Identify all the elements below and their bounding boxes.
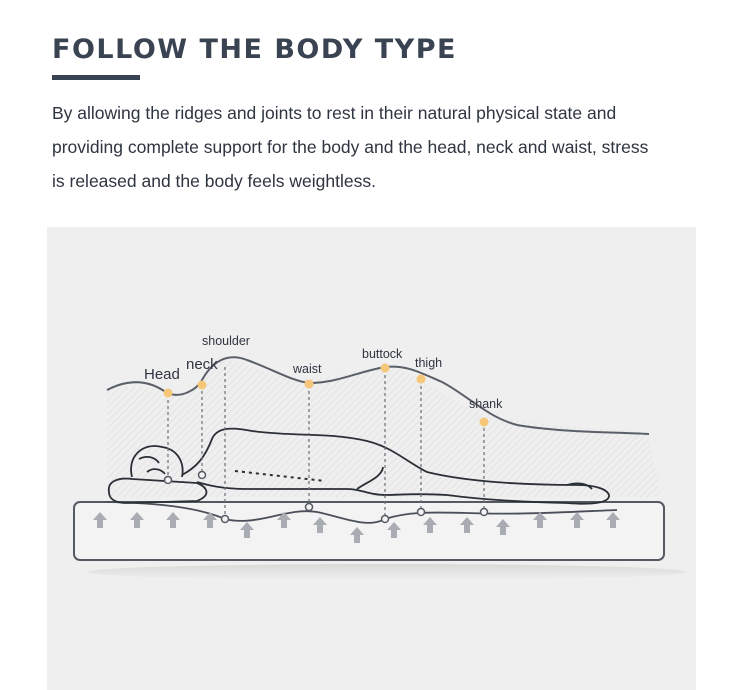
body-contour-curve xyxy=(106,356,650,435)
label-shoulder: shoulder xyxy=(202,334,250,348)
label-buttock: buttock xyxy=(362,347,403,361)
label-neck: neck xyxy=(186,356,218,373)
spine-line xyxy=(234,470,326,482)
description-text: By allowing the ridges and joints to res… xyxy=(52,103,649,191)
body-support-diagram: Head neck shoulder waist buttock thigh s… xyxy=(47,227,696,690)
diagram-svg: Head neck shoulder waist buttock thigh s… xyxy=(73,334,687,580)
mattress xyxy=(73,501,665,561)
guide-lines xyxy=(167,367,485,519)
label-thigh: thigh xyxy=(415,356,442,370)
contour-markers xyxy=(163,363,489,427)
label-waist: waist xyxy=(292,362,322,376)
label-shank: shank xyxy=(469,397,503,411)
sleeping-figure xyxy=(107,427,610,505)
mattress-shadow xyxy=(87,564,687,580)
pressure-hatch-area xyxy=(107,360,662,497)
anchor-rings xyxy=(163,470,489,524)
mattress-top-contour xyxy=(106,501,618,524)
label-head: Head xyxy=(144,366,180,383)
title-underline xyxy=(52,75,140,80)
support-arrows xyxy=(93,512,620,543)
page-title: FOLLOW THE BODY TYPE xyxy=(52,34,457,65)
